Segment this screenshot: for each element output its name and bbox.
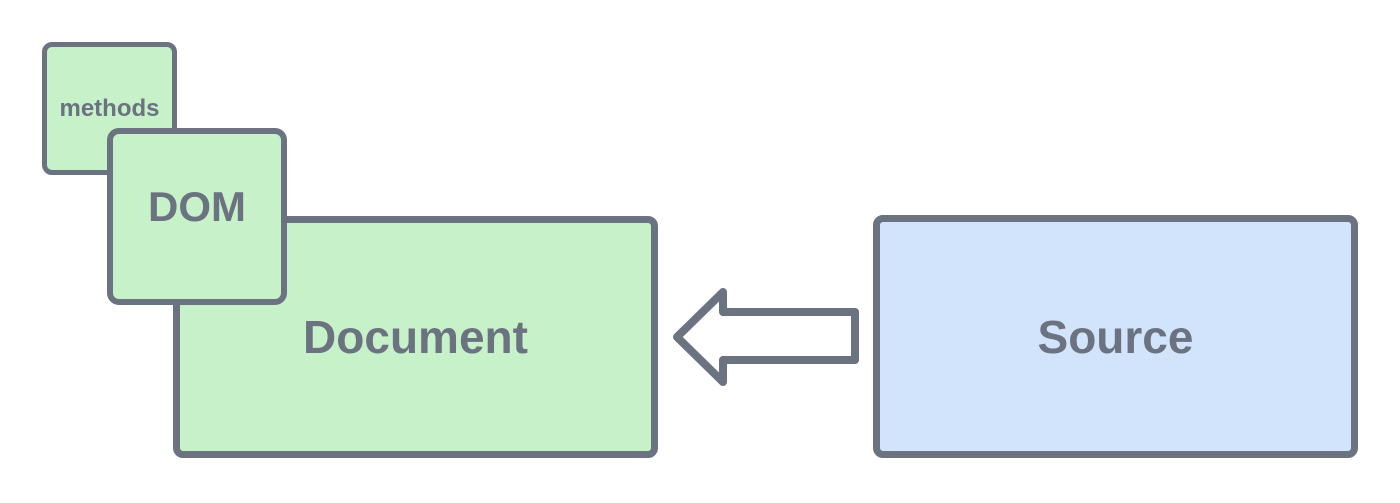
node-dom: DOM <box>107 128 287 305</box>
node-source-label: Source <box>1037 310 1194 363</box>
node-document-label: Document <box>303 311 528 363</box>
left-arrow-shape <box>673 288 859 386</box>
node-methods-label: methods <box>59 94 160 122</box>
left-arrow-icon <box>673 288 859 386</box>
node-dom-label: DOM <box>148 182 246 230</box>
node-source: Source <box>873 215 1358 458</box>
